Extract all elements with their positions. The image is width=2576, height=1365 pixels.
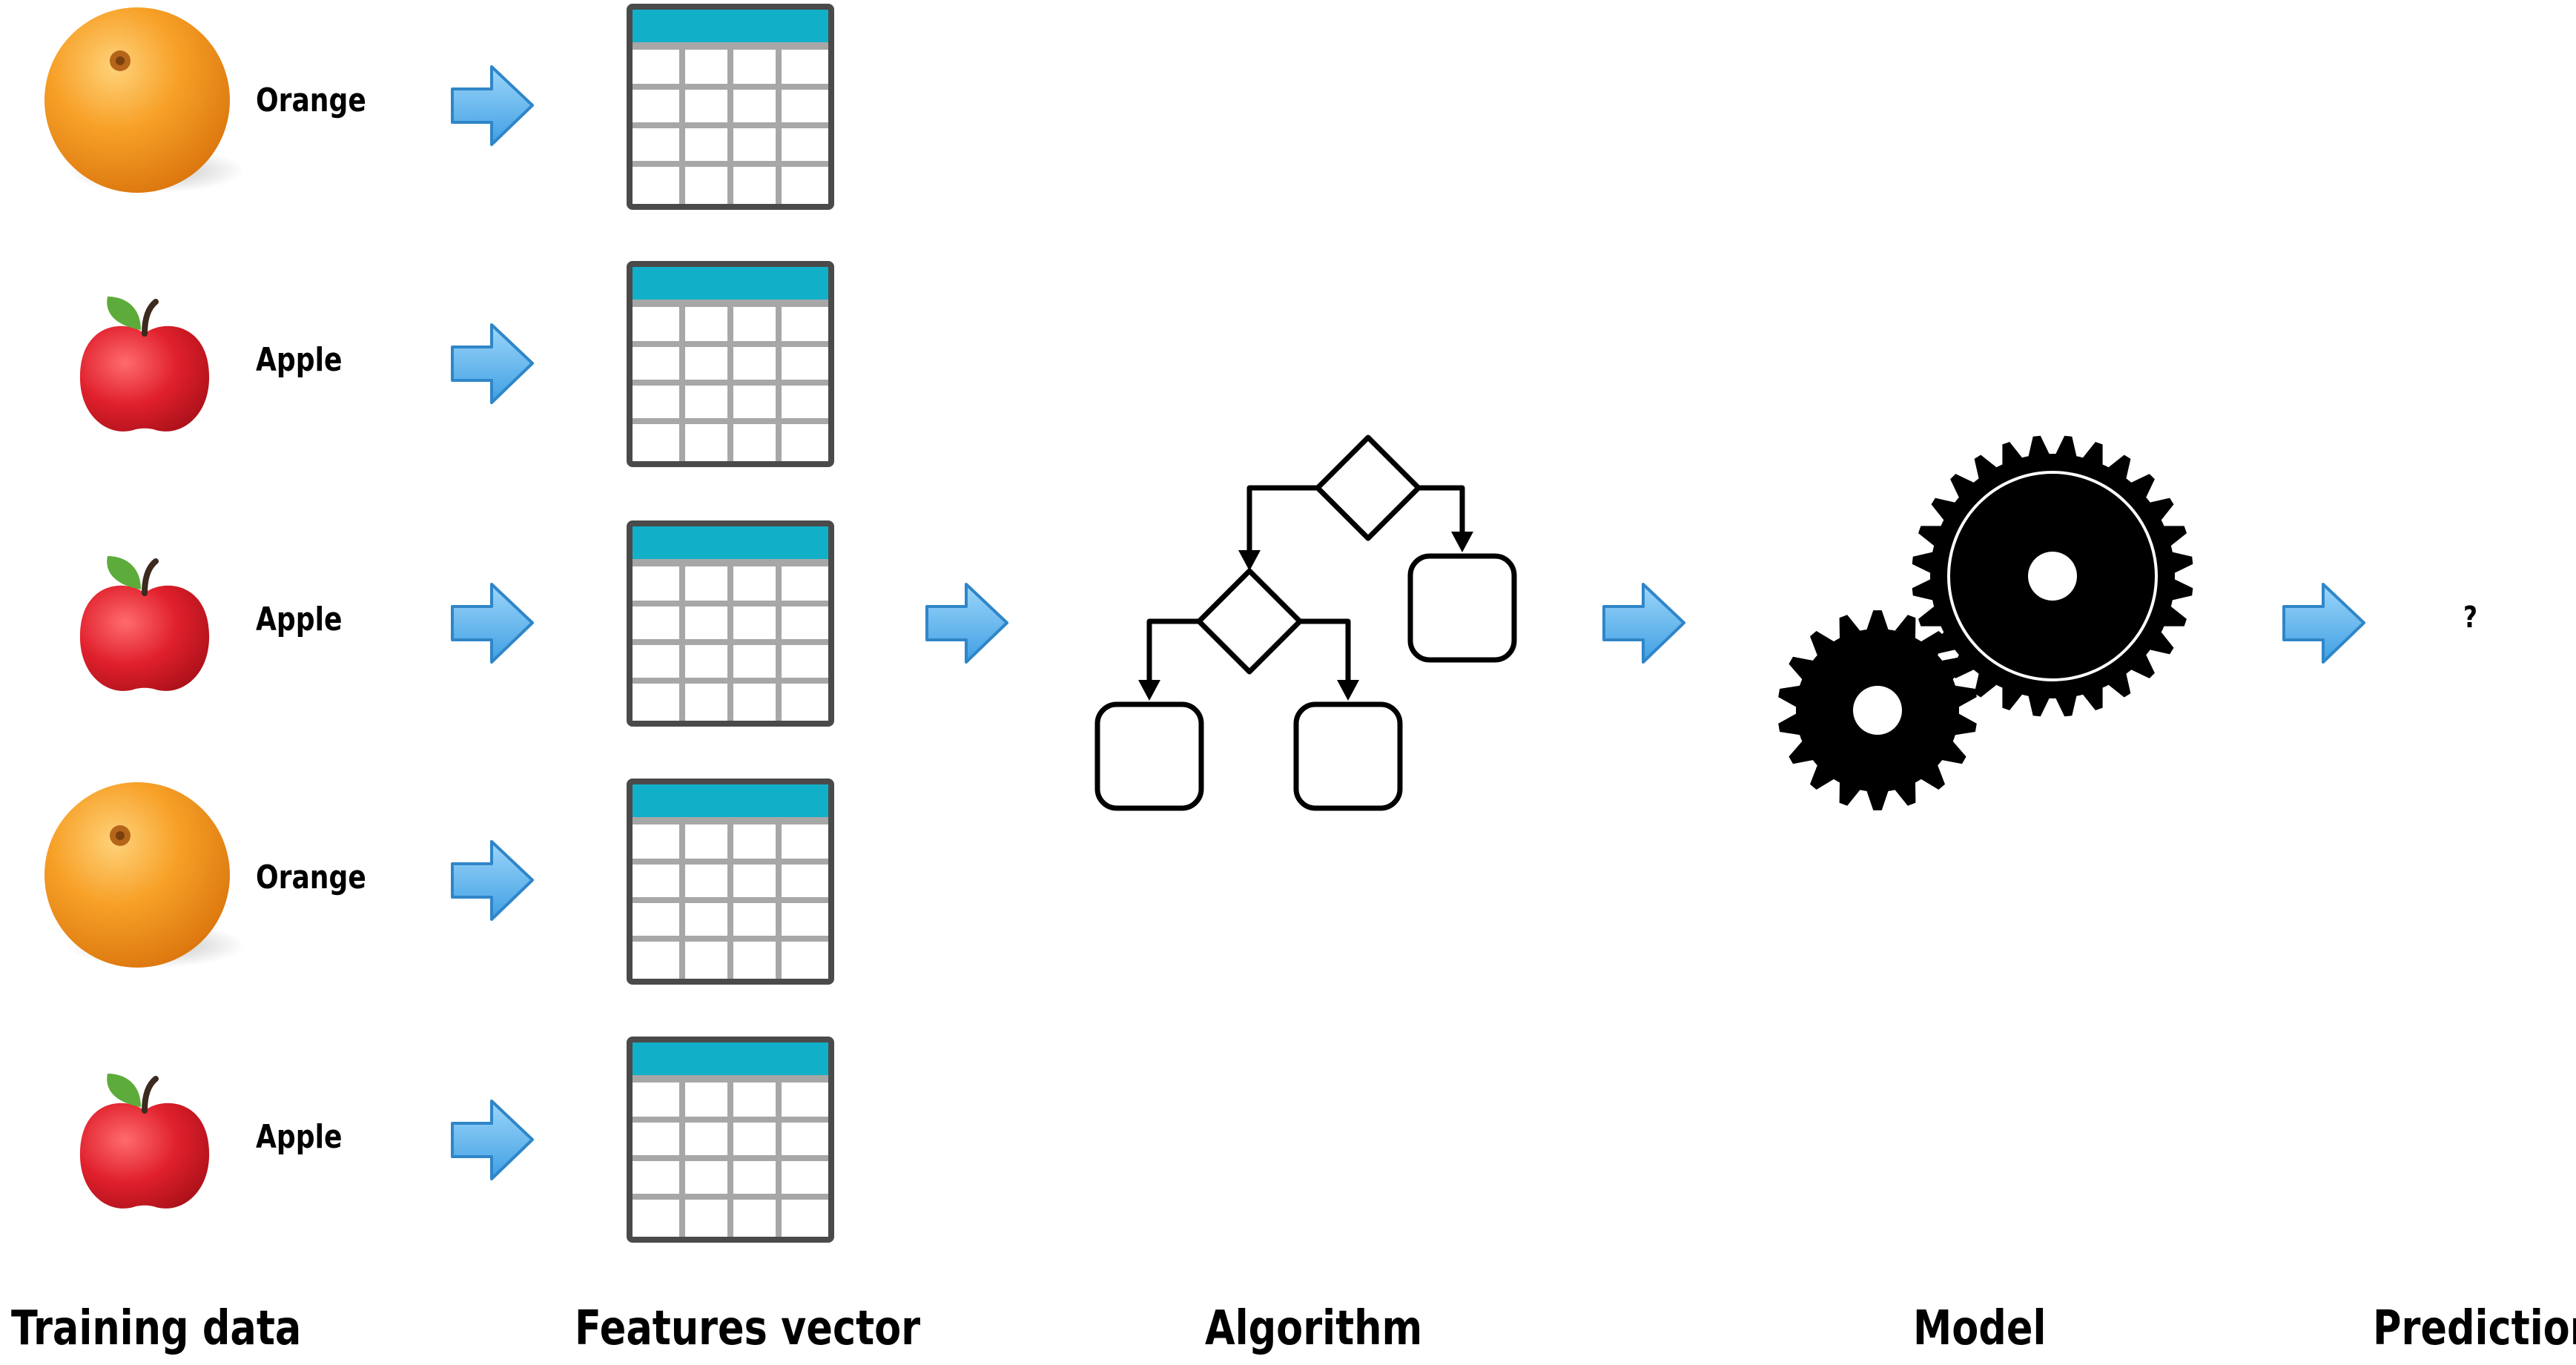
- right-arrow-icon: [451, 840, 534, 921]
- feature-table-icon: [627, 4, 834, 210]
- feature-table-icon: [627, 261, 834, 467]
- orange-fruit-icon: [44, 782, 245, 968]
- orange-fruit-icon: [44, 7, 245, 193]
- column-label-model: Model: [1913, 1301, 2047, 1356]
- apple-fruit-icon: [79, 556, 210, 691]
- right-arrow-icon: [925, 583, 1008, 664]
- column-label-prediction: Prediction: [2373, 1301, 2576, 1356]
- feature-table-icon: [627, 1037, 834, 1243]
- training-item-label: Orange: [256, 859, 366, 896]
- feature-table-icon: [627, 520, 834, 727]
- column-label-features-vector: Features vector: [575, 1301, 921, 1356]
- training-item-label: Apple: [256, 341, 343, 379]
- right-arrow-icon: [2282, 583, 2365, 664]
- column-label-training-data: Training data: [11, 1301, 302, 1356]
- right-arrow-icon: [451, 1100, 534, 1180]
- training-item-label: Orange: [256, 82, 366, 119]
- column-label-algorithm: Algorithm: [1205, 1301, 1423, 1356]
- prediction-value: ?: [2463, 601, 2478, 635]
- large-gear-icon: [1912, 435, 2193, 717]
- apple-fruit-icon: [79, 1074, 210, 1209]
- training-item-label: Apple: [256, 601, 343, 638]
- small-gear-icon: [1778, 610, 1977, 810]
- feature-table-icon: [627, 779, 834, 985]
- right-arrow-icon: [451, 583, 534, 664]
- gears-icon: [1778, 435, 2193, 810]
- right-arrow-icon: [1602, 583, 1685, 664]
- right-arrow-icon: [451, 323, 534, 404]
- decision-tree-icon: [1094, 434, 1517, 811]
- training-item-label: Apple: [256, 1118, 343, 1156]
- apple-fruit-icon: [79, 297, 210, 432]
- right-arrow-icon: [451, 65, 534, 146]
